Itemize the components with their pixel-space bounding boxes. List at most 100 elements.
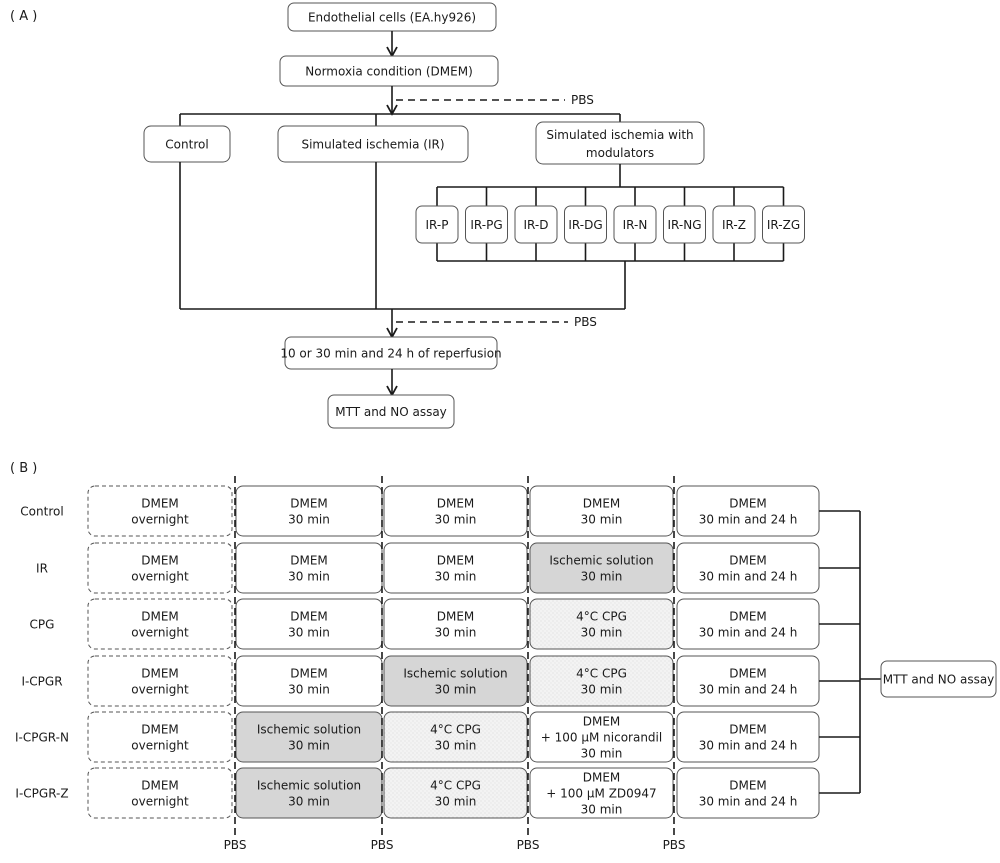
assay-box-b [880,660,997,698]
cell-text: DMEM [141,723,179,737]
cell-text: overnight [131,570,189,584]
protocol-cell-plain [529,711,674,763]
modulator-label: IR-D [524,218,549,232]
cell-text: Ischemic solution [257,723,361,737]
cell-text: 30 min [435,683,477,697]
cell-text: DMEM [290,667,328,681]
normoxia-box [279,55,499,87]
protocol-cell-cpg [529,598,674,650]
pbs-divider-label: PBS [371,838,394,852]
cell-text: 30 min and 24 h [699,683,798,697]
panel-a: ( A ) Endothelial cells (EA.hy926) Normo… [10,2,805,429]
protocol-cell-plain [235,542,383,594]
cell-text: DMEM [141,667,179,681]
pbs-divider-label: PBS [224,838,247,852]
assay-text-b: MTT and NO assay [883,673,995,687]
cell-text: DMEM [437,554,475,568]
protocol-cell-plain [235,655,383,707]
cell-text: overnight [131,513,189,527]
cell-text: DMEM [583,771,621,785]
modulators-text-line-1: Simulated ischemia with [546,128,693,142]
modulator-box-ir-zg [762,205,805,244]
modulator-label: IR-N [623,218,648,232]
modulator-box-ir-d [514,205,558,244]
row-label-control: Control [20,505,63,519]
cell-text: DMEM [583,497,621,511]
cell-text: 30 min and 24 h [699,513,798,527]
cell-text: 30 min and 24 h [699,795,798,809]
cell-text: DMEM [290,497,328,511]
cell-text: 30 min [288,683,330,697]
cell-text: 30 min [435,513,477,527]
modulators-text-line-2: modulators [586,146,654,160]
cell-text: 30 min [581,513,623,527]
modulator-label: IR-PG [470,218,502,232]
assay-box-a [327,394,455,429]
modulator-label: IR-P [426,218,449,232]
cell-text: + 100 μM nicorandil [541,731,662,745]
cell-text: 30 min [288,739,330,753]
cell-text: overnight [131,626,189,640]
cell-text: 30 min [581,803,623,817]
cell-text: DMEM [583,715,621,729]
cell-text: 30 min [581,747,623,761]
protocol-cell-dashed [87,542,233,594]
row-label-cpg: CPG [30,618,55,632]
protocol-cell-plain [529,767,674,819]
protocol-cell-plain [676,767,820,819]
pbs-label-1: PBS [571,93,594,107]
protocol-cell-ischemic [383,655,528,707]
modulator-box-ir-z [712,205,756,244]
cell-text: 4°C CPG [430,779,481,793]
cell-text: Ischemic solution [549,554,653,568]
protocol-cell-cpg [383,711,528,763]
protocol-cell-plain [383,598,528,650]
pbs-label-2: PBS [574,315,597,329]
cell-text: DMEM [729,554,767,568]
protocol-cell-cpg [383,767,528,819]
reperfusion-text: 10 or 30 min and 24 h of reperfusion [280,347,501,361]
modulator-box-ir-p [415,205,459,244]
protocol-cell-cpg [529,655,674,707]
cell-text: DMEM [290,554,328,568]
control-box [143,125,231,163]
normoxia-text: Normoxia condition (DMEM) [305,65,473,79]
protocol-cell-plain [676,598,820,650]
protocol-cell-plain [383,485,528,537]
cell-text: DMEM [729,667,767,681]
protocol-cell-plain [676,542,820,594]
cell-text: 30 min [581,570,623,584]
row-label-ir: IR [36,562,48,576]
cell-text: overnight [131,795,189,809]
cell-text: 4°C CPG [576,667,627,681]
cell-text: 4°C CPG [430,723,481,737]
simulated-ischemia-text: Simulated ischemia (IR) [301,138,444,152]
cell-text: DMEM [729,723,767,737]
modulator-box-ir-ng [663,205,706,244]
protocol-cell-dashed [87,711,233,763]
endothelial-cells-text: Endothelial cells (EA.hy926) [308,11,476,25]
protocol-cell-plain [676,711,820,763]
cell-text: DMEM [141,554,179,568]
cell-text: DMEM [290,610,328,624]
pbs-divider-label: PBS [517,838,540,852]
cell-text: DMEM [437,610,475,624]
protocol-cell-plain [383,542,528,594]
modulator-box-ir-dg [564,205,607,244]
cell-text: Ischemic solution [257,779,361,793]
reperfusion-box [284,336,498,370]
cell-text: overnight [131,683,189,697]
protocol-cell-plain [676,485,820,537]
cell-text: 30 min [435,795,477,809]
protocol-cell-plain [235,485,383,537]
cell-text: Ischemic solution [403,667,507,681]
cell-text: 30 min [288,626,330,640]
pbs-divider-label: PBS [663,838,686,852]
protocol-cell-ischemic [235,711,383,763]
control-text: Control [165,138,208,152]
row-label-i-cpgr-z: I-CPGR-Z [15,787,68,801]
protocol-cell-dashed [87,655,233,707]
